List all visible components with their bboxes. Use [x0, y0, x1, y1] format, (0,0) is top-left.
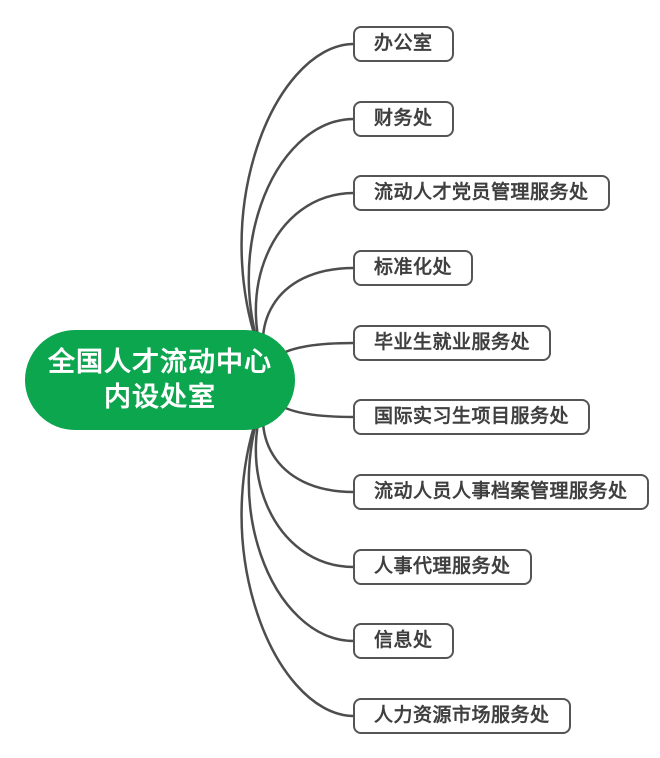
branch-node[interactable]: 流动人员人事档案管理服务处	[353, 474, 649, 510]
connector-curve	[240, 378, 356, 718]
branch-node[interactable]: 人事代理服务处	[353, 549, 532, 585]
central-topic-line1: 全国人才流动中心	[48, 347, 272, 377]
branch-node[interactable]: 财务处	[353, 101, 454, 137]
central-topic-node[interactable]: 全国人才流动中心 内设处室	[25, 330, 295, 430]
central-topic-line2: 内设处室	[104, 382, 216, 412]
branch-node[interactable]: 毕业生就业服务处	[353, 325, 552, 361]
branch-node[interactable]: 人力资源市场服务处	[353, 698, 571, 734]
branch-node[interactable]: 国际实习生项目服务处	[353, 399, 591, 435]
branch-node[interactable]: 标准化处	[353, 250, 474, 286]
connector-curve	[240, 42, 356, 382]
branch-node[interactable]: 办公室	[353, 26, 454, 62]
branch-node[interactable]: 流动人才党员管理服务处	[353, 175, 610, 211]
branch-node[interactable]: 信息处	[353, 623, 454, 659]
